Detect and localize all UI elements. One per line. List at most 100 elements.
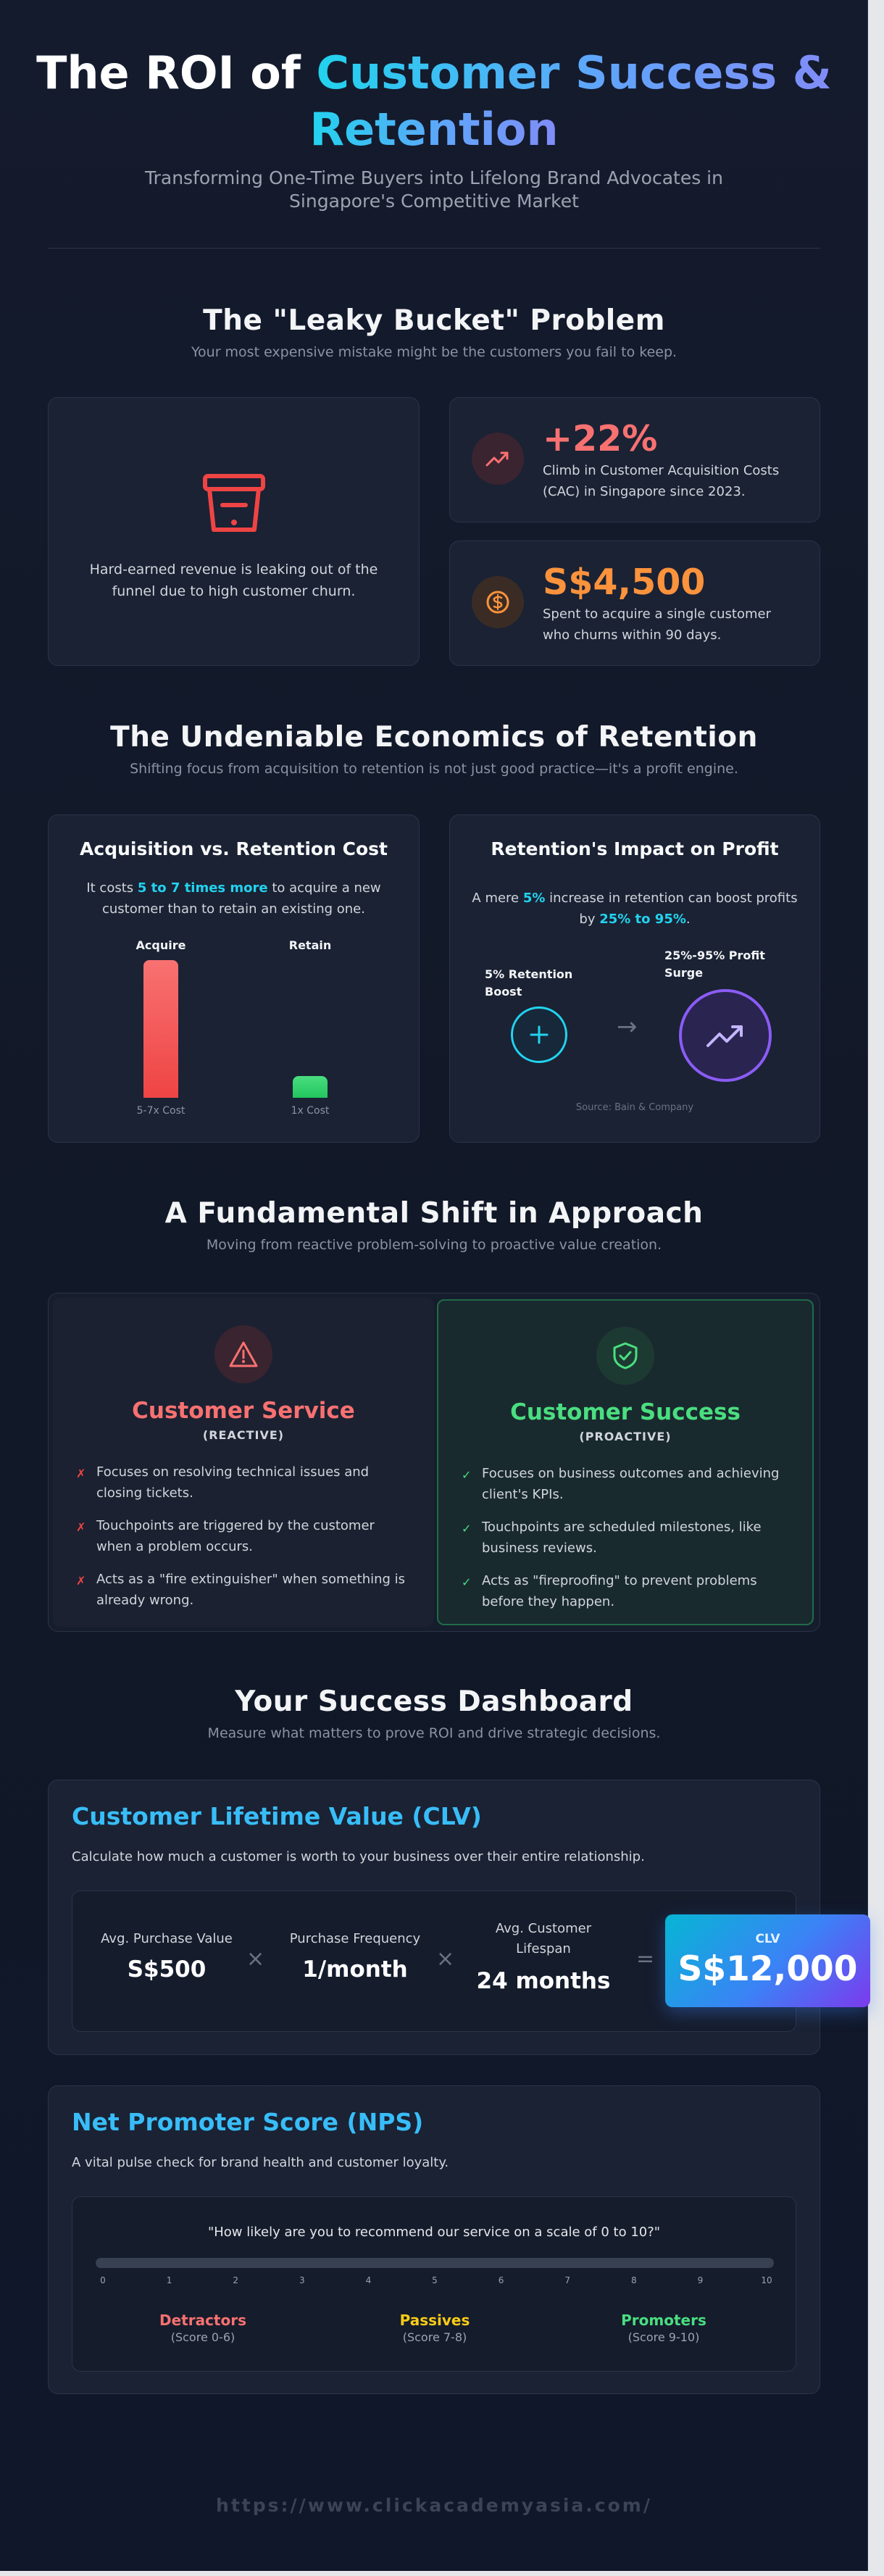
nps-segment-range: (Score 0-6) bbox=[170, 2330, 235, 2344]
list-item-text: Touchpoints are scheduled milestones, li… bbox=[482, 1520, 762, 1556]
nps-question: "How likely are you to recommend our ser… bbox=[207, 2225, 661, 2240]
list-item: ✓Focuses on business outcomes and achiev… bbox=[460, 1463, 791, 1505]
economics-title: The Undeniable Economics of Retention bbox=[110, 721, 758, 754]
nps-segment-name: Passives bbox=[399, 2312, 470, 2329]
nps-tick: 3 bbox=[299, 2275, 305, 2285]
nps-segment-range: (Score 7-8) bbox=[402, 2330, 467, 2344]
list-item: ✗Touchpoints are triggered by the custom… bbox=[75, 1515, 412, 1557]
service-title: Customer Service bbox=[132, 1398, 355, 1424]
bar-retain bbox=[293, 1076, 328, 1098]
cost-card: Acquisition vs. Retention Cost It costs … bbox=[48, 814, 420, 1143]
nps-card: Net Promoter Score (NPS) A vital pulse c… bbox=[48, 2085, 820, 2394]
bar-acquire bbox=[143, 960, 178, 1098]
list-item-text: Acts as "fireproofing" to prevent proble… bbox=[482, 1573, 757, 1609]
profit-card-text: A mere 5% increase in retention can boos… bbox=[472, 888, 798, 930]
bar-label-acquire: Acquire bbox=[135, 938, 186, 952]
clv-term-value: 1/month bbox=[302, 1956, 408, 1983]
highlight: 5% bbox=[522, 891, 546, 906]
nps-tick: 1 bbox=[166, 2275, 172, 2285]
hero-title-accent-2: Retention bbox=[309, 103, 559, 156]
success-tag: (PROACTIVE) bbox=[579, 1430, 672, 1443]
nps-tick: 0 bbox=[100, 2275, 106, 2285]
stat-card-churn: S$4,500 Spent to acquire a single custom… bbox=[449, 541, 820, 666]
check-icon: ✓ bbox=[462, 1522, 472, 1535]
list-item: ✗Focuses on resolving technical issues a… bbox=[75, 1462, 412, 1504]
leaky-title: The "Leaky Bucket" Problem bbox=[203, 304, 665, 337]
source-note: Source: Bain & Company bbox=[575, 1102, 694, 1113]
check-icon: ✓ bbox=[462, 1468, 472, 1482]
clv-term-label: Avg. Purchase Value bbox=[101, 1931, 233, 1946]
list-item: ✓ Acts as "fireproofing" to prevent probl… bbox=[460, 1570, 791, 1612]
success-column: Customer Success (PROACTIVE) ✓Focuses on… bbox=[437, 1299, 814, 1625]
nps-tick: 9 bbox=[697, 2275, 704, 2285]
cross-icon: ✗ bbox=[76, 1520, 86, 1534]
text: to acquire a new customer than to retain… bbox=[102, 880, 381, 917]
leaky-subtitle: Your most expensive mistake might be the… bbox=[191, 344, 677, 360]
stat-value: +22% bbox=[543, 418, 658, 459]
nps-tick: 6 bbox=[498, 2275, 504, 2285]
shift-container: Customer Service (REACTIVE) ✗Focuses on … bbox=[48, 1293, 820, 1632]
service-column: Customer Service (REACTIVE) ✗Focuses on … bbox=[53, 1298, 434, 1627]
divider bbox=[48, 248, 820, 249]
warning-icon bbox=[214, 1325, 272, 1383]
bar-label-retain: Retain bbox=[288, 938, 332, 952]
currency-icon bbox=[472, 576, 524, 628]
nps-segment-name: Promoters bbox=[621, 2312, 706, 2329]
nps-scale-box: "How likely are you to recommend our ser… bbox=[72, 2196, 796, 2372]
bar-foot-acquire: 5-7x Cost bbox=[136, 1105, 185, 1117]
list-item: ✗ Acts as a "fire extinguisher" when some… bbox=[75, 1569, 412, 1611]
clv-term-value: S$500 bbox=[127, 1956, 207, 1983]
nps-tick: 10 bbox=[761, 2275, 772, 2285]
hero-title-plain: The ROI of bbox=[36, 46, 317, 99]
check-icon: ✓ bbox=[462, 1575, 472, 1589]
nps-tick: 2 bbox=[233, 2275, 238, 2285]
clv-title: Customer Lifetime Value (CLV) bbox=[72, 1802, 482, 1830]
dashboard-title: Your Success Dashboard bbox=[235, 1685, 633, 1718]
highlight: 25% to 95% bbox=[599, 912, 686, 927]
times-icon: × bbox=[246, 1946, 265, 1972]
nps-tick: 7 bbox=[564, 2275, 570, 2285]
text: A mere bbox=[472, 891, 523, 906]
hero-title: The ROI of Customer Success & Retention bbox=[0, 45, 868, 158]
equals-icon: = bbox=[636, 1946, 655, 1972]
text: It costs bbox=[86, 880, 138, 896]
footer-url[interactable]: https://www.clickacademyasia.com/ bbox=[216, 2495, 652, 2516]
profit-card-title: Retention's Impact on Profit bbox=[491, 838, 779, 859]
economics-subtitle: Shifting focus from acquisition to reten… bbox=[130, 761, 738, 777]
cross-icon: ✗ bbox=[76, 1574, 86, 1588]
clv-desc: Calculate how much a customer is worth t… bbox=[72, 1849, 645, 1864]
nps-title: Net Promoter Score (NPS) bbox=[72, 2108, 424, 2136]
success-title: Customer Success bbox=[510, 1399, 741, 1425]
cost-card-title: Acquisition vs. Retention Cost bbox=[80, 838, 388, 859]
plus-icon bbox=[511, 1006, 567, 1063]
nps-segment-name: Detractors bbox=[159, 2312, 246, 2329]
highlight: 5 to 7 times more bbox=[137, 880, 268, 896]
times-icon: × bbox=[436, 1946, 455, 1972]
clv-term-label: Purchase Frequency bbox=[289, 1931, 421, 1946]
profit-card: Retention's Impact on Profit A mere 5% i… bbox=[449, 814, 820, 1143]
service-tag: (REACTIVE) bbox=[202, 1428, 285, 1442]
clv-result-value: S$12,000 bbox=[677, 1949, 858, 1989]
retention-boost-label: 5% Retention Boost bbox=[485, 967, 573, 999]
clv-result: CLV S$12,000 bbox=[665, 1914, 870, 2007]
stat-desc: Climb in Customer Acquisition Costs (CAC… bbox=[543, 463, 780, 499]
trending-up-icon bbox=[472, 433, 524, 485]
bucket-card: Hard-earned revenue is leaking out of th… bbox=[48, 397, 420, 666]
list-item-text: Focuses on resolving technical issues an… bbox=[96, 1464, 370, 1501]
trending-up-icon bbox=[679, 989, 772, 1082]
nps-tick: 4 bbox=[365, 2275, 372, 2285]
dashboard-subtitle: Measure what matters to prove ROI and dr… bbox=[207, 1725, 661, 1741]
bucket-text: Hard-earned revenue is leaking out of th… bbox=[89, 562, 378, 599]
stat-desc: Spent to acquire a single customer who c… bbox=[543, 607, 771, 643]
nps-segment-range: (Score 9-10) bbox=[627, 2330, 700, 2344]
stat-value: S$4,500 bbox=[543, 562, 706, 603]
clv-result-label: CLV bbox=[755, 1932, 780, 1946]
nps-desc: A vital pulse check for brand health and… bbox=[72, 2155, 449, 2170]
arrow-icon: → bbox=[617, 1012, 638, 1041]
stat-card-cac: +22% Climb in Customer Acquisition Costs… bbox=[449, 397, 820, 522]
profit-surge-label: 25%-95% Profit Surge bbox=[664, 949, 765, 980]
nps-tick: 8 bbox=[630, 2275, 637, 2285]
list-item-text: Acts as a "fire extinguisher" when somet… bbox=[96, 1572, 406, 1608]
